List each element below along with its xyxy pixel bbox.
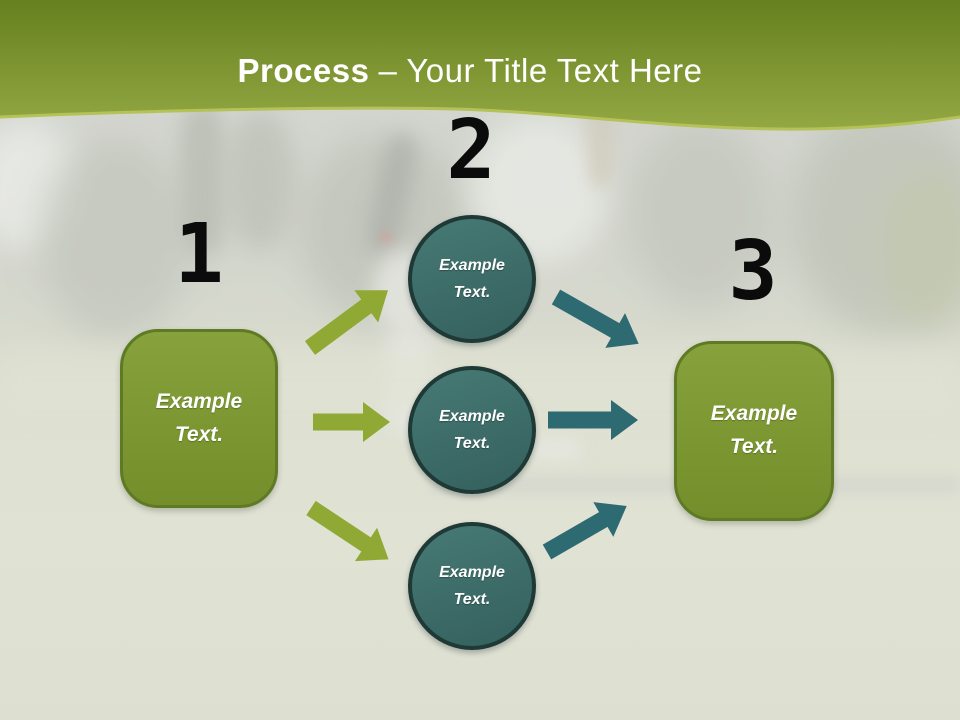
step3-box: Example Text. (674, 341, 834, 521)
bg-tree-right-mid (630, 120, 770, 310)
title-rest: Your Title Text Here (406, 52, 703, 89)
step1-box-label: Example Text. (155, 389, 243, 446)
step2-circle-top-label: Example Text. (439, 256, 505, 301)
step2-circle-middle: Example Text. (408, 366, 536, 494)
step2-circle-bottom-label: Example Text. (439, 563, 505, 608)
title-emphasis: Process (237, 52, 370, 89)
bg-tree-trunk-left (180, 105, 225, 255)
slide-title: Process–Your Title Text Here (0, 52, 940, 90)
step1-box: Example Text. (120, 329, 278, 508)
step2-circle-bottom: Example Text. (408, 522, 536, 650)
header-wave-edge-highlight (0, 106, 960, 131)
step3-box-label: Example Text. (710, 402, 798, 458)
header-wave-shape (0, 0, 960, 130)
bg-green-tinge-right (880, 170, 960, 330)
bg-golfer-glove (378, 232, 394, 244)
bg-golfer-shoe (528, 438, 583, 460)
title-separator: – (378, 52, 398, 89)
step2-circle-top: Example Text. (408, 215, 536, 343)
header-banner (0, 0, 960, 131)
step-number-1: 1 (174, 207, 224, 302)
step-number-3: 3 (728, 224, 778, 319)
bg-tree-left-2 (225, 110, 295, 250)
step-number-2: 2 (446, 103, 496, 198)
bg-tree-left (40, 140, 190, 340)
step2-circle-middle-label: Example Text. (439, 407, 505, 452)
